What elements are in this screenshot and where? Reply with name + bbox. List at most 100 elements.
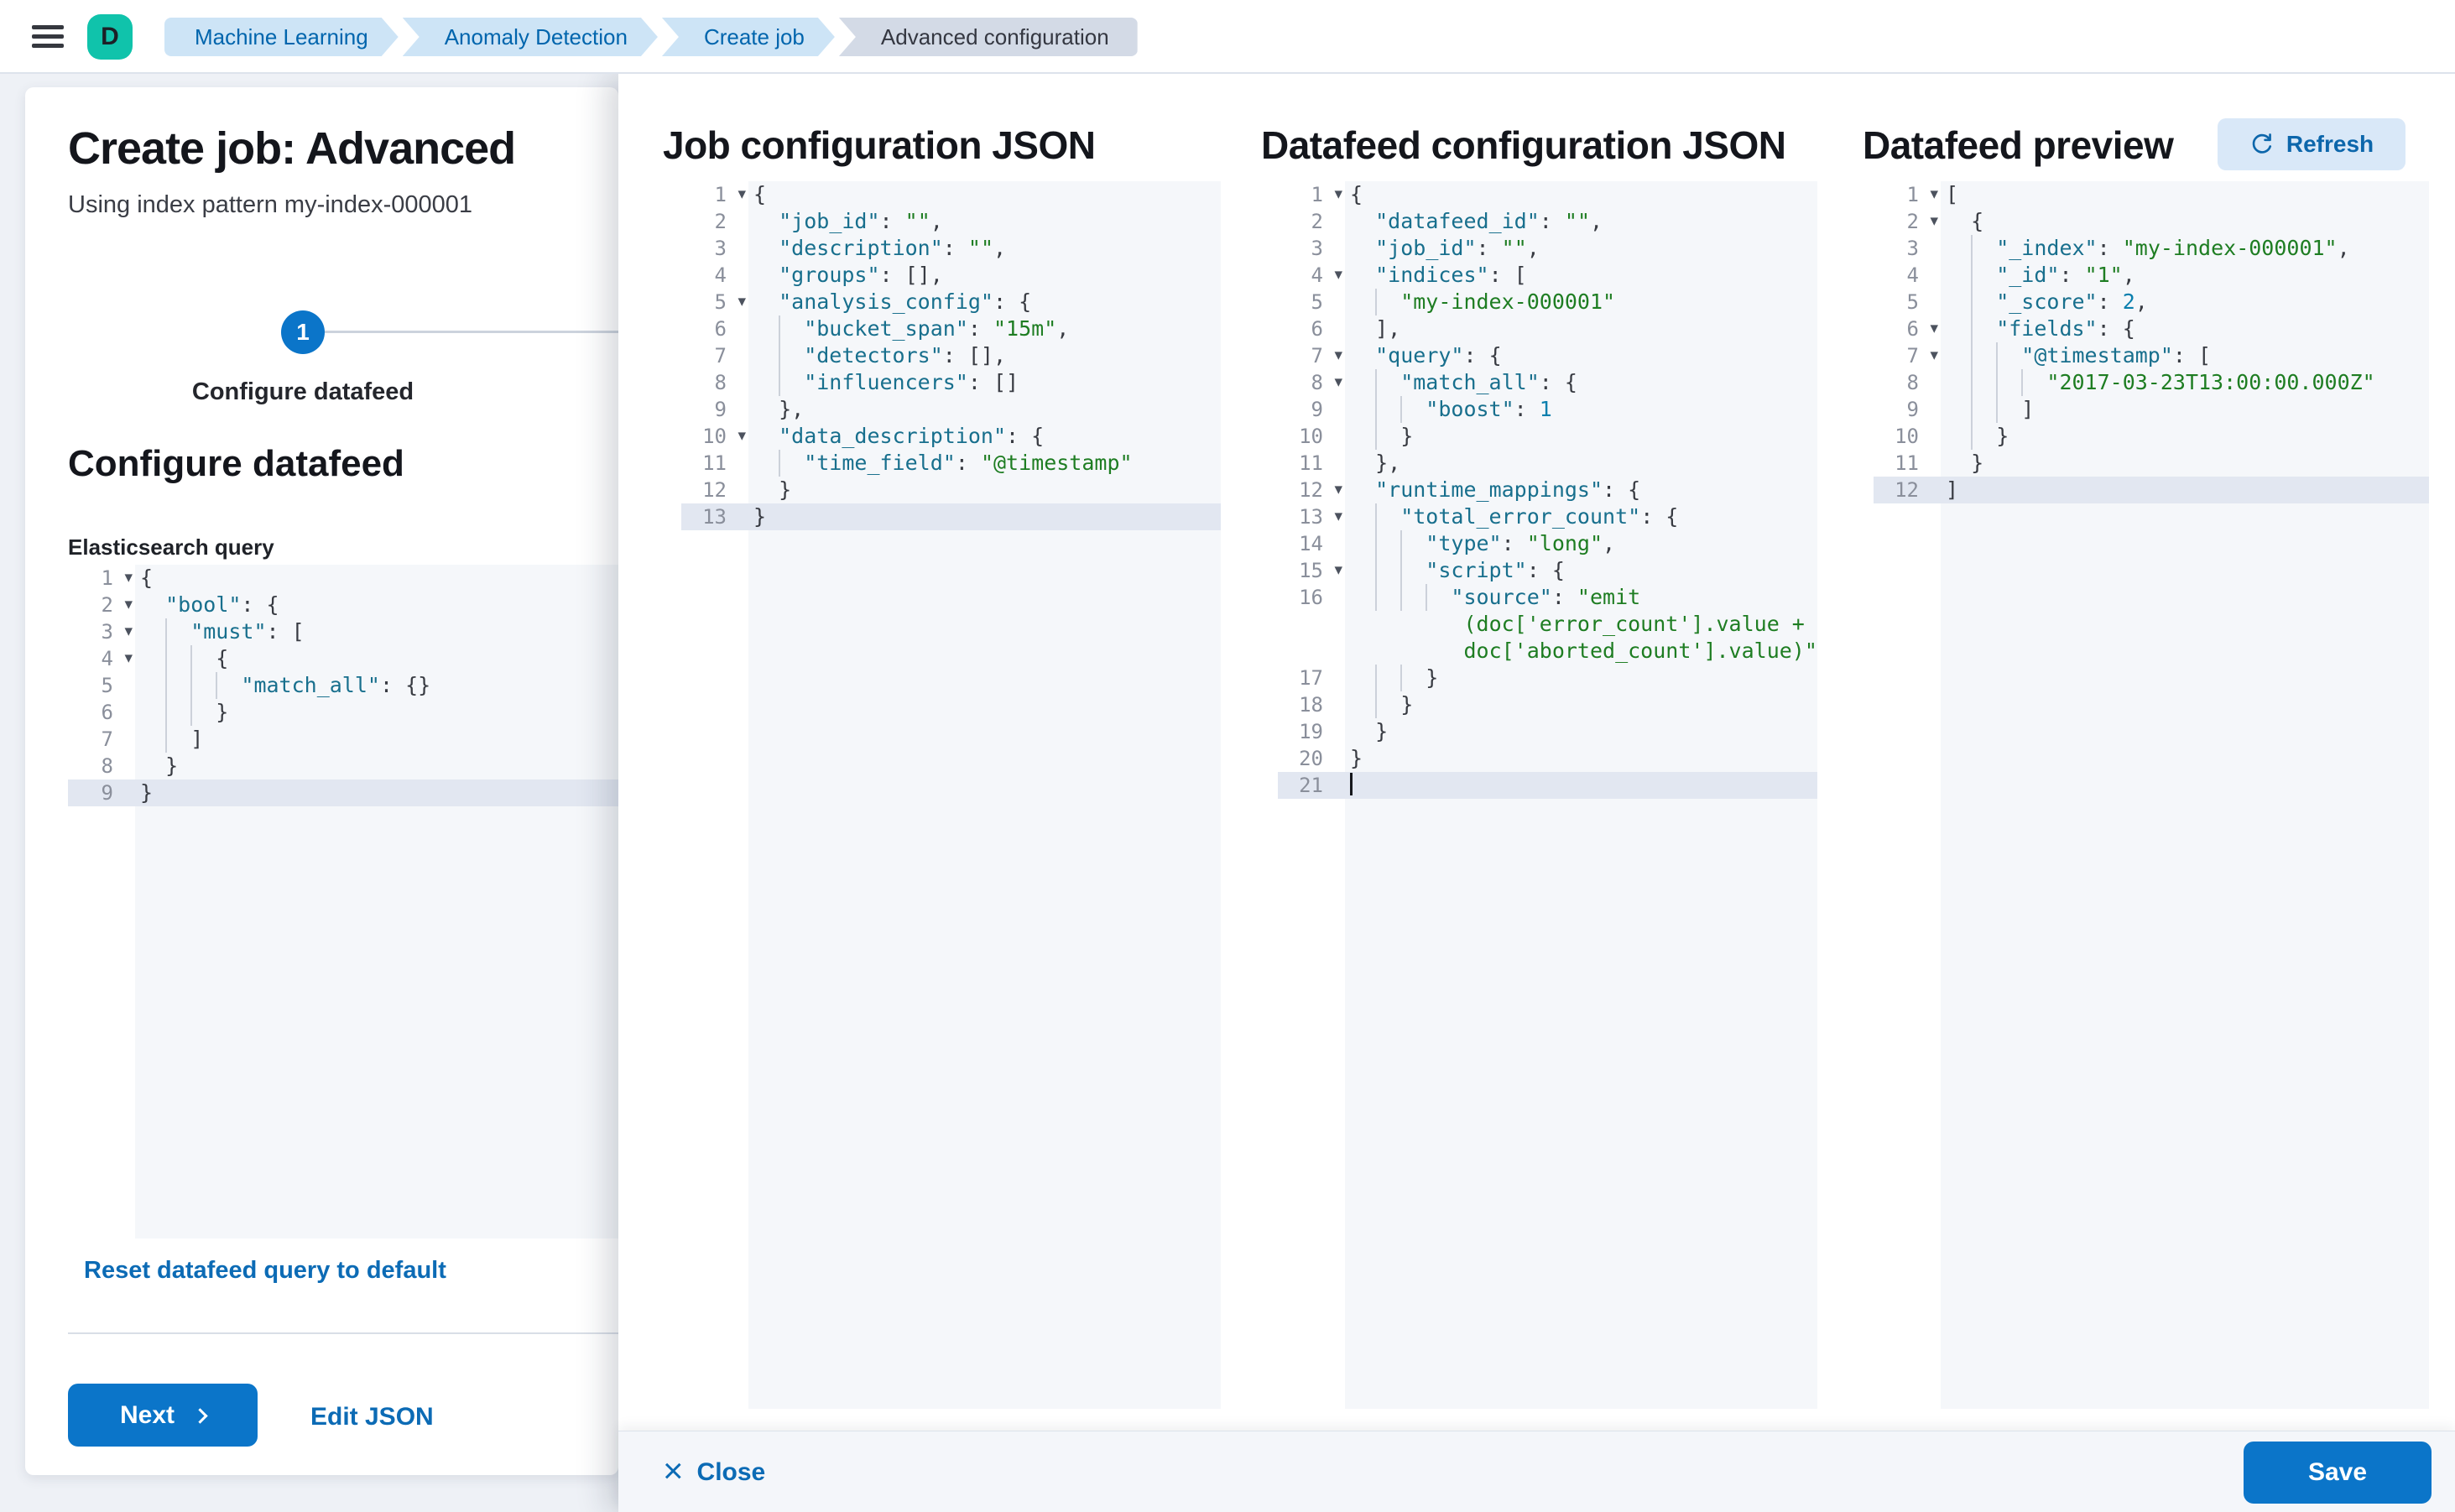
code-line[interactable]: 3 "_index": "my-index-000001", <box>1874 235 2429 262</box>
fold-arrow-icon[interactable]: ▾ <box>738 185 746 203</box>
code-line[interactable]: 13▾ "total_error_count": { <box>1278 503 1817 530</box>
code-line[interactable]: 13} <box>681 503 1221 530</box>
code-line[interactable]: 3▾ "must": [ <box>68 618 618 645</box>
code-line[interactable]: 1▾{ <box>68 565 618 592</box>
code-line[interactable]: 8▾ "match_all": { <box>1278 369 1817 396</box>
code-line[interactable]: 7▾ "@timestamp": [ <box>1874 342 2429 369</box>
code-line[interactable]: 6 ], <box>1278 315 1817 342</box>
code-line[interactable]: 5 "my-index-000001" <box>1278 289 1817 315</box>
close-button[interactable]: × Close <box>663 1431 765 1512</box>
fold-arrow-icon[interactable]: ▾ <box>1930 319 1938 337</box>
fold-arrow-icon[interactable]: ▾ <box>124 568 133 587</box>
code-token <box>140 619 165 644</box>
code-line[interactable]: 9 }, <box>681 396 1221 423</box>
fold-arrow-icon[interactable]: ▾ <box>1334 373 1342 391</box>
code-line[interactable]: 2 "job_id": "", <box>681 208 1221 235</box>
code-line[interactable]: 10▾ "data_description": { <box>681 423 1221 450</box>
code-line[interactable]: 8 "2017-03-23T13:00:00.000Z" <box>1874 369 2429 396</box>
code-line[interactable]: 15▾ "script": { <box>1278 557 1817 584</box>
fold-arrow-icon[interactable]: ▾ <box>124 622 133 640</box>
code-line[interactable]: 3 "job_id": "", <box>1278 235 1817 262</box>
code-line[interactable]: 4▾ { <box>68 645 618 672</box>
code-line[interactable]: 12 } <box>681 477 1221 503</box>
code-line[interactable]: 6 } <box>68 699 618 726</box>
code-line[interactable]: 5 "_score": 2, <box>1874 289 2429 315</box>
code-line[interactable]: 4 "_id": "1", <box>1874 262 2429 289</box>
code-line[interactable]: 2▾ { <box>1874 208 2429 235</box>
code-line[interactable]: 9} <box>68 779 618 806</box>
code-line[interactable]: 18 } <box>1278 691 1817 718</box>
fold-arrow-icon[interactable]: ▾ <box>1334 480 1342 498</box>
breadcrumb-item[interactable]: Create job <box>662 18 835 56</box>
code-line[interactable]: 2 "datafeed_id": "", <box>1278 208 1817 235</box>
code-line[interactable]: 7 ] <box>68 726 618 753</box>
code-line[interactable]: 12] <box>1874 477 2429 503</box>
next-button[interactable]: Next <box>68 1384 258 1447</box>
breadcrumb-item[interactable]: Machine Learning <box>164 18 399 56</box>
code-line[interactable]: doc['aborted_count'].value)" <box>1278 638 1817 665</box>
code-line[interactable]: 20} <box>1278 745 1817 772</box>
edit-json-link[interactable]: Edit JSON <box>310 1403 434 1431</box>
reset-datafeed-query-link[interactable]: Reset datafeed query to default <box>84 1257 446 1284</box>
code-line[interactable]: 11 "time_field": "@timestamp" <box>681 450 1221 477</box>
fold-arrow-icon[interactable]: ▾ <box>124 649 133 667</box>
code-line[interactable]: 17 } <box>1278 665 1817 691</box>
hamburger-menu-icon[interactable] <box>32 25 64 49</box>
es-query-editor[interactable]: 1▾{2▾ "bool": {3▾ "must": [4▾ {5 "match_… <box>68 565 618 1238</box>
datafeed-config-json-editor[interactable]: 1▾{2 "datafeed_id": "",3 "job_id": "",4▾… <box>1278 181 1817 1409</box>
code-line-content: }, <box>1345 450 1817 477</box>
fold-arrow-icon[interactable]: ▾ <box>738 426 746 445</box>
code-line[interactable]: 8 "influencers": [] <box>681 369 1221 396</box>
job-config-json-editor[interactable]: 1▾{2 "job_id": "",3 "description": "",4 … <box>681 181 1221 1409</box>
code-line[interactable]: 10 } <box>1278 423 1817 450</box>
chevron-right-icon <box>192 1407 208 1424</box>
step-1-indicator[interactable]: 1 <box>281 310 325 354</box>
code-line[interactable]: 10 } <box>1874 423 2429 450</box>
indent-guide <box>165 645 190 672</box>
code-line[interactable]: 1▾{ <box>681 181 1221 208</box>
code-line[interactable]: 5 "match_all": {} <box>68 672 618 699</box>
code-line[interactable]: 9 "boost": 1 <box>1278 396 1817 423</box>
code-line[interactable]: 4▾ "indices": [ <box>1278 262 1817 289</box>
code-line[interactable]: 16 "source": "emit <box>1278 584 1817 611</box>
code-line[interactable]: (doc['error_count'].value + <box>1278 611 1817 638</box>
datafeed-preview-editor[interactable]: 1▾[2▾ {3 "_index": "my-index-000001",4 "… <box>1874 181 2429 1409</box>
breadcrumb-item[interactable]: Anomaly Detection <box>403 18 658 56</box>
code-line[interactable]: 5▾ "analysis_config": { <box>681 289 1221 315</box>
code-line[interactable]: 1▾[ <box>1874 181 2429 208</box>
code-line[interactable]: 19 } <box>1278 718 1817 745</box>
code-line[interactable]: 11 } <box>1874 450 2429 477</box>
fold-arrow-icon[interactable]: ▾ <box>738 292 746 310</box>
fold-arrow-icon[interactable]: ▾ <box>1334 265 1342 284</box>
fold-arrow-icon[interactable]: ▾ <box>124 595 133 613</box>
code-line[interactable]: 7 "detectors": [], <box>681 342 1221 369</box>
code-line[interactable]: 6▾ "fields": { <box>1874 315 2429 342</box>
fold-arrow-icon[interactable]: ▾ <box>1930 211 1938 230</box>
code-token <box>140 592 165 617</box>
code-line[interactable]: 3 "description": "", <box>681 235 1221 262</box>
code-token <box>753 316 779 341</box>
code-line[interactable]: 9 ] <box>1874 396 2429 423</box>
fold-arrow-icon[interactable]: ▾ <box>1930 185 1938 203</box>
code-line[interactable]: 1▾{ <box>1278 181 1817 208</box>
line-gutter: 3 <box>1278 235 1345 262</box>
line-number: 1 <box>1311 183 1323 206</box>
code-line[interactable]: 4 "groups": [], <box>681 262 1221 289</box>
fold-arrow-icon[interactable]: ▾ <box>1334 185 1342 203</box>
code-line[interactable]: 8 } <box>68 753 618 779</box>
refresh-button[interactable]: Refresh <box>2218 118 2405 170</box>
code-token: 1 <box>1539 397 1552 421</box>
fold-arrow-icon[interactable]: ▾ <box>1334 560 1342 579</box>
fold-arrow-icon[interactable]: ▾ <box>1930 346 1938 364</box>
code-line[interactable]: 2▾ "bool": { <box>68 592 618 618</box>
fold-arrow-icon[interactable]: ▾ <box>1334 507 1342 525</box>
code-line[interactable]: 7▾ "query": { <box>1278 342 1817 369</box>
code-line[interactable]: 21 <box>1278 772 1817 799</box>
avatar[interactable]: D <box>87 14 133 60</box>
code-line[interactable]: 14 "type": "long", <box>1278 530 1817 557</box>
save-button[interactable]: Save <box>2244 1442 2432 1504</box>
code-line[interactable]: 11 }, <box>1278 450 1817 477</box>
code-line[interactable]: 6 "bucket_span": "15m", <box>681 315 1221 342</box>
code-line[interactable]: 12▾ "runtime_mappings": { <box>1278 477 1817 503</box>
fold-arrow-icon[interactable]: ▾ <box>1334 346 1342 364</box>
